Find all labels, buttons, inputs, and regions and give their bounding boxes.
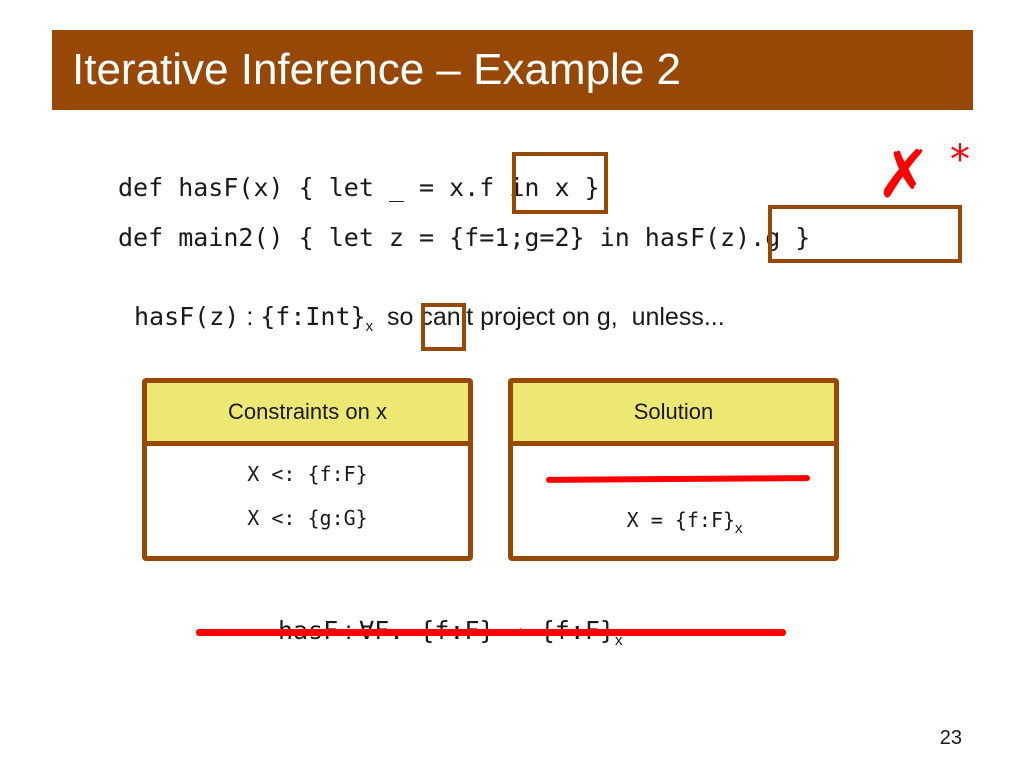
solution-row: X = {f:F}	[626, 508, 736, 532]
slide-title: Iterative Inference – Example 2	[72, 45, 681, 94]
solution-panel: Solution X = {f:F}x	[508, 378, 839, 561]
bottom-type-subscript: x	[614, 632, 623, 649]
bottom-type: hasF : ∀F. {f:F} → {f:F}x	[278, 615, 622, 657]
page-number: 23	[939, 727, 962, 749]
code-line-main2: def main2() { let z = {f=1;g=2} in hasF(…	[118, 223, 811, 252]
type-note-expr: hasF(z)	[134, 302, 240, 331]
bottom-strikethrough	[196, 629, 786, 636]
constraints-panel: Constraints on x X <: {f:F} X <: {g:G}	[142, 378, 473, 561]
constraints-panel-header: Constraints on x	[147, 383, 468, 446]
highlight-box-hasf-z-g	[768, 205, 962, 263]
highlight-box-subscript	[421, 303, 466, 351]
title-bar: Iterative Inference – Example 2	[52, 30, 973, 110]
star-mark: *	[950, 137, 970, 183]
type-note-colon: :	[246, 303, 254, 331]
type-note: hasF(z) : {f:Int}x so can’t project on g…	[134, 301, 725, 343]
solution-panel-header: Solution	[513, 383, 834, 446]
type-note-type: {f:Int}	[260, 302, 366, 331]
type-note-prose: so can’t project on g, unless...	[386, 303, 725, 331]
constraint-row: X <: {g:G}	[247, 506, 368, 530]
cross-icon: ✗	[876, 136, 932, 213]
solution-subscript: x	[735, 520, 743, 537]
constraint-row: X <: {f:F}	[247, 462, 368, 486]
highlight-box-x-f	[512, 152, 608, 214]
type-note-subscript: x	[365, 318, 374, 335]
